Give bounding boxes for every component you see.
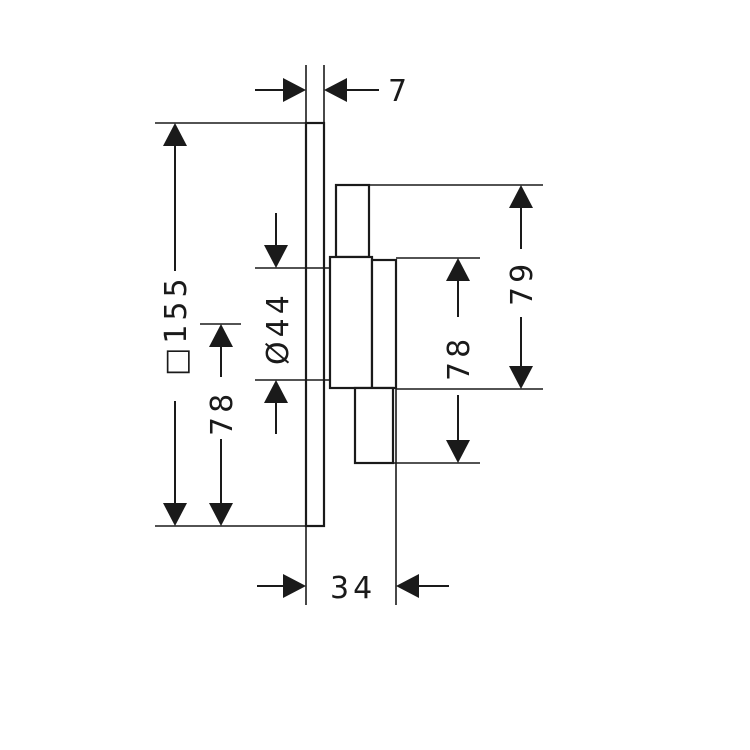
cover-plate [304,121,326,528]
middle-body [328,255,374,390]
dim-plate-size: □155 [159,123,194,526]
dim-label-plate-thickness: 7 [388,74,411,109]
extension-lines [155,65,543,605]
dim-label-diameter: Ø44 [261,291,296,365]
dim-label-depth: 34 [330,571,376,606]
dim-center-height-right: 78 [442,258,477,463]
dim-label-center-height-right: 78 [442,335,477,381]
dim-center-height-left: 78 [205,324,240,526]
cartridge-front [370,258,398,390]
dim-diameter: Ø44 [261,213,296,434]
part-outline [304,121,398,528]
dim-plate-thickness: 7 [255,74,411,109]
dim-label-center-height-left: 78 [205,390,240,436]
upper-body [334,183,371,259]
dim-depth: 34 [257,571,449,606]
dim-cartridge-height: 79 [505,185,540,389]
dim-label-plate-size: □155 [159,274,194,376]
dim-label-cartridge-height: 79 [505,260,540,306]
lower-body [353,386,395,465]
